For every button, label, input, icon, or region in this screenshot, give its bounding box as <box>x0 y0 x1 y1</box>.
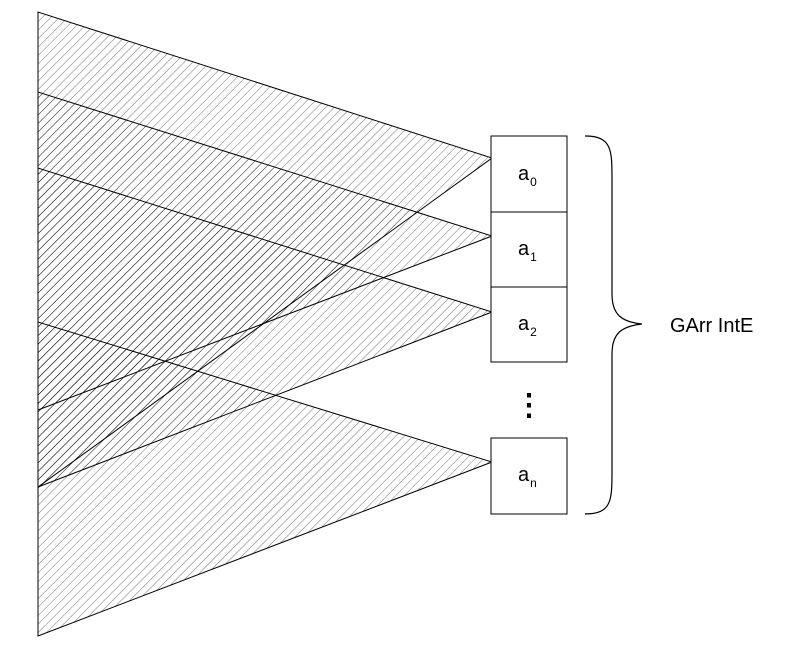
ellipsis-dots: ⋮ <box>514 389 544 422</box>
fan-triangle-n <box>37 321 494 637</box>
cell-label-2: a2 <box>518 313 537 339</box>
cell-label-n: an <box>518 464 537 490</box>
cell-label-0: a0 <box>518 163 537 189</box>
array-cell-1 <box>490 211 568 288</box>
array-cells: a0 a1 a2 an <box>490 135 568 515</box>
brace-label: GArr IntE <box>670 315 753 337</box>
array-cell-n <box>490 437 568 515</box>
right-brace <box>584 135 643 515</box>
array-cell-2 <box>490 286 568 363</box>
cell-label-1: a1 <box>518 238 537 264</box>
fan-triangles <box>37 11 494 637</box>
